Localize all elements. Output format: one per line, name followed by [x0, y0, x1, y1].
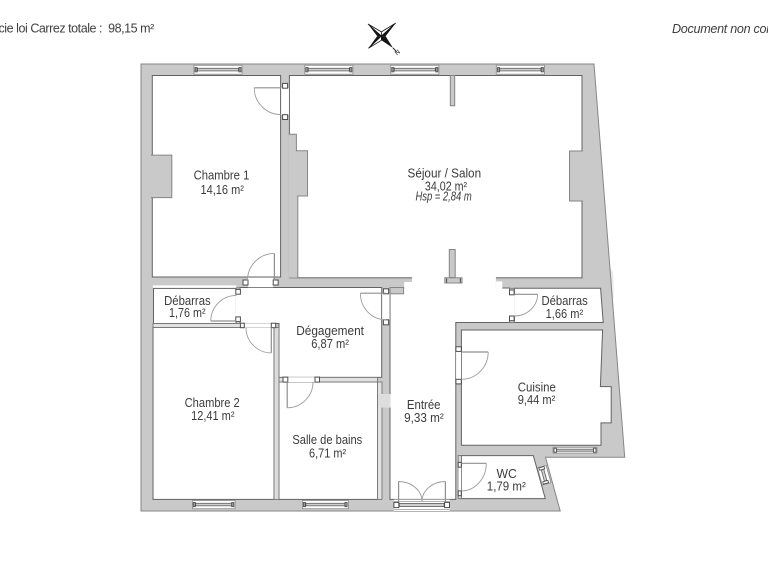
svg-text:1,79 m²: 1,79 m² [487, 479, 527, 494]
svg-text:Chambre 1: Chambre 1 [194, 167, 250, 182]
svg-text:Salle de bains: Salle de bains [292, 432, 362, 447]
svg-text:Hsp = 2,84 m: Hsp = 2,84 m [415, 189, 471, 204]
svg-text:Séjour / Salon: Séjour / Salon [408, 166, 482, 181]
svg-text:6,87 m²: 6,87 m² [311, 336, 349, 351]
svg-text:1,66 m²: 1,66 m² [546, 306, 584, 321]
svg-text:34,02 m²: 34,02 m² [425, 179, 468, 194]
svg-text:14,16 m²: 14,16 m² [201, 182, 245, 197]
svg-text:Débarras: Débarras [541, 293, 588, 308]
svg-text:9,44 m²: 9,44 m² [518, 392, 556, 407]
svg-text:WC: WC [497, 466, 517, 481]
svg-text:N: N [394, 49, 402, 58]
svg-text:Dégagement: Dégagement [296, 323, 364, 338]
svg-text:1,76 m²: 1,76 m² [169, 305, 206, 320]
svg-text:Entrée: Entrée [407, 397, 441, 412]
svg-text:Document non contractuel: Document non contractuel [672, 22, 768, 36]
svg-text:cie loi Carrez totale : 98,15: cie loi Carrez totale : 98,15 m² [0, 22, 154, 36]
svg-text:9,33 m²: 9,33 m² [404, 410, 444, 425]
svg-text:12,41 m²: 12,41 m² [191, 408, 235, 423]
svg-text:Chambre 2: Chambre 2 [185, 395, 240, 410]
svg-text:Débarras: Débarras [164, 293, 211, 308]
svg-text:6,71 m²: 6,71 m² [309, 446, 347, 461]
svg-text:Cuisine: Cuisine [518, 379, 556, 394]
